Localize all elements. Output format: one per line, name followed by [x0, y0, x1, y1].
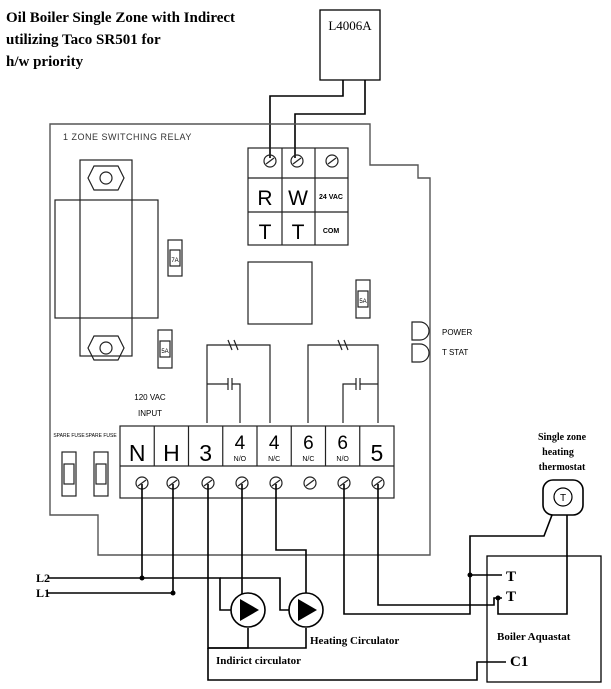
terminal-4-label: 4: [235, 433, 246, 454]
wire-3-to-heating: [208, 628, 307, 649]
label-l1: L1: [36, 586, 50, 600]
terminal-7-label: 6: [337, 433, 348, 454]
relay-board-outline: [49, 123, 431, 556]
terminal-2-label: H: [163, 440, 180, 466]
wire-neutral-to-heating: [220, 577, 290, 611]
heating-circulator-pump: [288, 592, 324, 628]
relay-contacts-zone-2: [307, 339, 379, 423]
wire-aquastat-to-w: [294, 80, 366, 158]
wire-to-aquastat-c1: [207, 648, 506, 681]
title-line-3: h/w priority: [6, 54, 84, 70]
terminal-t2: T: [292, 221, 305, 244]
boiler-aquastat-box: [486, 555, 602, 683]
terminal-t1: T: [259, 221, 272, 244]
boiler-aquastat-label: Boiler Aquastat: [497, 631, 571, 643]
spare-fuse-1: SPARE FUSE: [53, 433, 85, 497]
l4006a-label: L4006A: [328, 18, 372, 33]
screw-terminal-6: [303, 476, 317, 490]
screw-w: [290, 154, 304, 168]
wire-aquastat-to-r: [269, 80, 344, 158]
terminal-3-label: 3: [199, 440, 212, 466]
terminal-com: COM: [323, 228, 340, 235]
junction-t1: [467, 572, 473, 578]
terminal-7-sublabel: N/O: [336, 456, 349, 463]
svg-text:SPARE FUSE: SPARE FUSE: [53, 433, 85, 439]
fuse-5a-left: 5A: [157, 329, 173, 369]
svg-text:5A: 5A: [359, 299, 366, 305]
aquastat-terminal-c1: C1: [510, 654, 528, 670]
thermostat-label-1: Single zone: [538, 432, 587, 443]
terminal-5-sublabel: N/C: [268, 456, 280, 463]
title-line-2: utilizing Taco SR501 for: [6, 32, 161, 48]
spare-fuse-2: SPARE FUSE: [85, 433, 117, 497]
wire-neutral-to-indirect: [142, 577, 232, 611]
svg-text:7A: 7A: [171, 258, 178, 264]
svg-text:5A: 5A: [161, 349, 168, 355]
l4006a-box: [319, 9, 381, 81]
fuse-7a: 7A: [167, 239, 183, 277]
junction-l1: [170, 590, 176, 596]
thermostat-label-3: thermostat: [539, 462, 586, 473]
svg-text:SPARE FUSE: SPARE FUSE: [85, 433, 117, 439]
input-label: INPUT: [138, 409, 162, 418]
screw-r: [263, 154, 277, 168]
junction-t2: [495, 595, 501, 601]
top-terminal-strip: R W 24 VAC T T COM: [247, 147, 349, 246]
vac-label: 120 VAC: [134, 393, 166, 402]
transformer: [54, 159, 159, 361]
terminal-6-sublabel: N/C: [302, 456, 314, 463]
wire-4nc-to-heating: [275, 484, 307, 595]
terminal-8-label: 5: [370, 440, 383, 466]
terminal-1-label: N: [129, 440, 146, 466]
wire-l1: [48, 484, 174, 594]
svg-text:T: T: [560, 493, 566, 504]
thermostat-icon: T: [542, 479, 584, 516]
svg-text:T STAT: T STAT: [442, 348, 468, 357]
relay-contacts-zone-1: [206, 339, 271, 423]
terminal-w: W: [288, 187, 308, 210]
terminal-4-sublabel: N/O: [234, 456, 247, 463]
terminal-r: R: [257, 187, 272, 210]
label-l2: L2: [36, 571, 50, 585]
terminal-5-label: 4: [269, 433, 280, 454]
indirect-circulator-label: Indirict circulator: [216, 655, 301, 667]
wire-thermostat-to-aquastat: [497, 515, 568, 615]
indirect-circulator-pump: [230, 592, 266, 628]
tstat-led: T STAT: [411, 343, 468, 363]
terminal-6-label: 6: [303, 433, 314, 454]
svg-text:POWER: POWER: [442, 328, 472, 337]
aquastat-terminal-t1: T: [506, 569, 516, 585]
screw-24vac: [325, 154, 339, 168]
relay-coil: [247, 261, 313, 325]
thermostat-label-2: heating: [542, 447, 574, 458]
fuse-5a-right: 5A: [355, 279, 371, 319]
aquastat-terminal-t2: T: [506, 589, 516, 605]
heating-circulator-label: Heating Circulator: [310, 635, 399, 647]
terminal-24vac: 24 VAC: [319, 194, 343, 201]
wire-5-to-aquastat-t2: [377, 484, 502, 606]
power-led: POWER: [411, 321, 472, 341]
title-line-1: Oil Boiler Single Zone with Indirect: [6, 10, 235, 26]
relay-title: 1 ZONE SWITCHING RELAY: [63, 132, 192, 142]
